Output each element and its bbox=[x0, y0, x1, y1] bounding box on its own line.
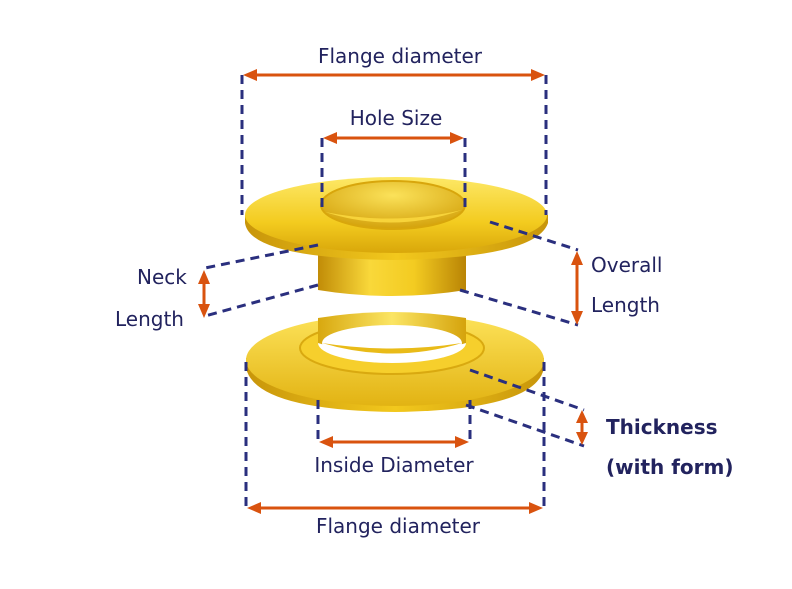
arrow-flange-bottom bbox=[247, 502, 543, 514]
label-overall-length: Length bbox=[591, 293, 660, 317]
dashed-guides bbox=[204, 75, 585, 508]
arrow-hole-size bbox=[323, 132, 464, 144]
arrow-neck-length bbox=[198, 270, 210, 318]
label-inside-diameter: Inside Diameter bbox=[314, 453, 474, 477]
arrow-overall-length bbox=[571, 251, 583, 325]
label-with-form: (with form) bbox=[606, 455, 734, 479]
label-thickness: Thickness bbox=[606, 415, 718, 439]
eyelet-top-part bbox=[245, 177, 548, 296]
label-flange-diameter-top: Flange diameter bbox=[317, 44, 483, 68]
dimension-arrows bbox=[198, 69, 588, 514]
label-flange-diameter-bottom: Flange diameter bbox=[315, 514, 481, 538]
arrow-thickness bbox=[576, 410, 588, 445]
label-hole-size: Hole Size bbox=[349, 106, 443, 130]
label-overall: Overall bbox=[591, 253, 663, 277]
washer-bottom-part bbox=[246, 312, 544, 412]
label-neck: Neck bbox=[137, 265, 187, 289]
label-neck-length: Length bbox=[115, 307, 184, 331]
arrow-flange-top bbox=[243, 69, 545, 81]
arrow-inside-diameter bbox=[319, 436, 469, 448]
